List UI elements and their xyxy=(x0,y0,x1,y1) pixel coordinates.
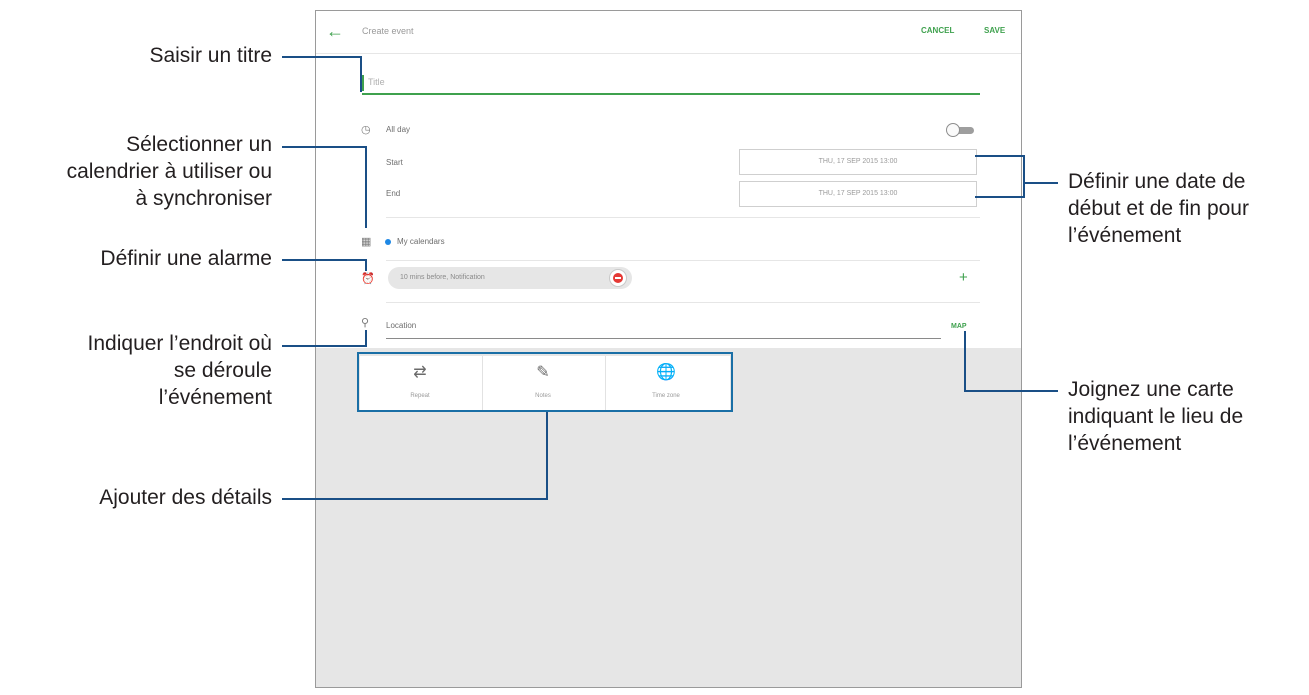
callout-line xyxy=(975,155,1025,157)
map-button[interactable]: MAP xyxy=(951,323,967,330)
callout-line xyxy=(282,56,362,58)
callout-line xyxy=(282,146,367,148)
callout-line xyxy=(365,330,367,347)
annotation-map-line-3: l’événement xyxy=(1068,432,1182,455)
end-label: End xyxy=(386,189,401,198)
end-date-field[interactable]: THU, 17 SEP 2015 13:00 xyxy=(739,181,977,207)
time-zone-icon: 🌐 xyxy=(656,364,676,381)
annotation-location: Indiquer l’endroit où se déroule l’événe… xyxy=(0,330,272,411)
arrow-left-icon[interactable]: ← xyxy=(326,21,344,41)
notes-label: Notes xyxy=(535,393,551,399)
all-day-label: All day xyxy=(386,125,411,134)
callout-line xyxy=(1023,182,1058,184)
app-bar: ← Create event CANCEL SAVE xyxy=(316,11,1021,54)
cancel-button[interactable]: CANCEL xyxy=(921,26,955,35)
annotation-calendar: Sélectionner un calendrier à utiliser ou… xyxy=(0,131,272,212)
annotation-calendar-line-3: à synchroniser xyxy=(135,187,272,210)
calendar-icon: ▦ xyxy=(361,236,372,248)
callout-line xyxy=(1023,155,1025,198)
divider xyxy=(386,260,980,261)
toggle-knob xyxy=(946,123,960,137)
all-day-toggle[interactable] xyxy=(946,123,976,137)
location-underline xyxy=(386,338,941,339)
event-form: ← Create event CANCEL SAVE Title ◷ All d… xyxy=(316,11,1021,348)
repeat-option[interactable]: ⇄ Repeat xyxy=(360,356,480,410)
annotation-location-line-2: se déroule xyxy=(173,359,272,382)
annotation-title: Saisir un titre xyxy=(0,42,272,69)
annotation-alarm: Définir une alarme xyxy=(0,245,272,272)
annotation-calendar-line-1: Sélectionner un xyxy=(126,133,272,156)
annotation-location-line-3: l’événement xyxy=(158,386,272,409)
repeat-icon: ⇄ xyxy=(413,364,427,381)
annotation-dates: Définir une date de début et de fin pour… xyxy=(1068,168,1308,249)
annotation-map: Joignez une carte indiquant le lieu de l… xyxy=(1068,376,1308,457)
time-zone-option[interactable]: 🌐 Time zone xyxy=(605,356,725,410)
remove-alarm-icon[interactable] xyxy=(609,269,627,287)
annotation-dates-line-2: début et de fin pour xyxy=(1068,197,1249,220)
callout-line xyxy=(282,345,367,347)
start-date-field[interactable]: THU, 17 SEP 2015 13:00 xyxy=(739,149,977,175)
callout-line xyxy=(365,146,367,228)
location-input[interactable]: Location xyxy=(386,321,417,330)
annotation-alarm-text: Définir une alarme xyxy=(100,247,272,270)
text-caret xyxy=(362,75,364,91)
callout-line xyxy=(282,259,367,261)
clock-icon: ◷ xyxy=(361,124,371,136)
divider xyxy=(386,302,980,303)
annotation-calendar-line-2: calendrier à utiliser ou xyxy=(66,160,272,183)
calendar-selector[interactable]: My calendars xyxy=(397,237,445,246)
annotation-location-line-1: Indiquer l’endroit où xyxy=(87,332,272,355)
repeat-label: Repeat xyxy=(410,393,430,399)
annotation-dates-line-1: Définir une date de xyxy=(1068,170,1246,193)
callout-line xyxy=(964,331,966,392)
start-label: Start xyxy=(386,158,403,167)
alarm-chip[interactable]: 10 mins before, Notification xyxy=(388,267,632,289)
time-zone-label: Time zone xyxy=(652,393,680,399)
alarm-icon: ⏰ xyxy=(361,273,375,285)
add-alarm-icon[interactable]: + xyxy=(959,269,968,286)
annotation-details: Ajouter des détails xyxy=(0,484,272,511)
event-editor-screen: ← Create event CANCEL SAVE Title ◷ All d… xyxy=(315,10,1022,688)
toggle-track xyxy=(948,127,974,134)
annotation-map-line-2: indiquant le lieu de xyxy=(1068,405,1244,428)
title-placeholder: Title xyxy=(368,77,385,87)
callout-line xyxy=(975,196,1025,198)
annotation-dates-line-3: l’événement xyxy=(1068,224,1182,247)
callout-line xyxy=(546,412,548,500)
callout-line xyxy=(360,56,362,92)
detail-options: ⇄ Repeat ✎ Notes 🌐 Time zone xyxy=(360,356,730,410)
calendar-color-dot xyxy=(385,239,391,245)
save-button[interactable]: SAVE xyxy=(984,26,1006,35)
detail-options-highlight xyxy=(357,352,733,412)
screen-title: Create event xyxy=(362,26,414,36)
alarm-text: 10 mins before, Notification xyxy=(400,274,485,281)
callout-line xyxy=(964,390,1058,392)
annotation-details-text: Ajouter des détails xyxy=(99,486,272,509)
location-pin-icon: ⚲ xyxy=(361,317,370,329)
divider xyxy=(386,217,980,218)
callout-line xyxy=(282,498,548,500)
callout-line xyxy=(365,259,367,271)
notes-icon: ✎ xyxy=(536,364,550,381)
title-input[interactable]: Title xyxy=(362,73,980,95)
annotation-map-line-1: Joignez une carte xyxy=(1068,378,1234,401)
annotation-title-text: Saisir un titre xyxy=(149,44,272,67)
notes-option[interactable]: ✎ Notes xyxy=(482,356,602,410)
